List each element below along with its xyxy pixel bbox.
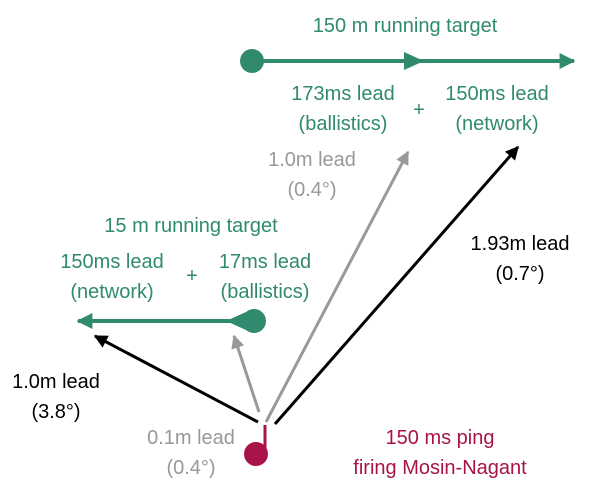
lead-arrows: [93, 145, 520, 425]
far-black-angle-label: (0.7°): [495, 263, 544, 285]
far-gray-lead-label: 1.0m lead: [268, 149, 356, 171]
near-plus-sign: +: [186, 265, 198, 287]
near-black-angle-label: (3.8°): [31, 401, 80, 423]
far-target-dot: [240, 49, 264, 73]
near-black-lead-label: 1.0m lead: [12, 371, 100, 393]
shooter-group: 150 ms ping firing Mosin-Nagant: [244, 425, 527, 479]
shooter-weapon-label: firing Mosin-Nagant: [353, 457, 527, 479]
far-ballistics-tag: (ballistics): [299, 113, 388, 135]
far-network-tag: (network): [455, 113, 538, 135]
near-target-group: 15 m running target 150ms lead (network)…: [60, 215, 311, 333]
far-plus-sign: +: [413, 99, 425, 121]
far-black-lead-label: 1.93m lead: [471, 233, 570, 255]
near-network-lead: 150ms lead: [60, 251, 163, 273]
far-target-title: 150 m running target: [313, 15, 498, 37]
shooter-ping-label: 150 ms ping: [386, 427, 495, 449]
near-target-mid-arrowhead: [226, 312, 246, 330]
near-network-tag: (network): [70, 281, 153, 303]
near-ballistics-lead: 17ms lead: [219, 251, 311, 273]
far-gray-angle-label: (0.4°): [287, 179, 336, 201]
near-target-title: 15 m running target: [104, 215, 278, 237]
far-network-lead: 150ms lead: [445, 83, 548, 105]
far-ballistics-lead: 173ms lead: [291, 83, 394, 105]
near-black-lead-arrow: [93, 334, 259, 424]
near-ballistics-tag: (ballistics): [221, 281, 310, 303]
near-gray-lead-arrow: [231, 334, 261, 413]
near-target-dot: [242, 309, 266, 333]
far-target-group: 150 m running target 173ms lead (ballist…: [240, 15, 576, 135]
shooter-dot: [244, 442, 268, 466]
near-gray-lead-label: 0.1m lead: [147, 427, 235, 449]
near-gray-angle-label: (0.4°): [166, 457, 215, 479]
far-target-mid-arrowhead: [404, 52, 424, 70]
far-gray-lead-arrow: [264, 150, 410, 423]
far-black-lead-arrow: [273, 145, 520, 425]
